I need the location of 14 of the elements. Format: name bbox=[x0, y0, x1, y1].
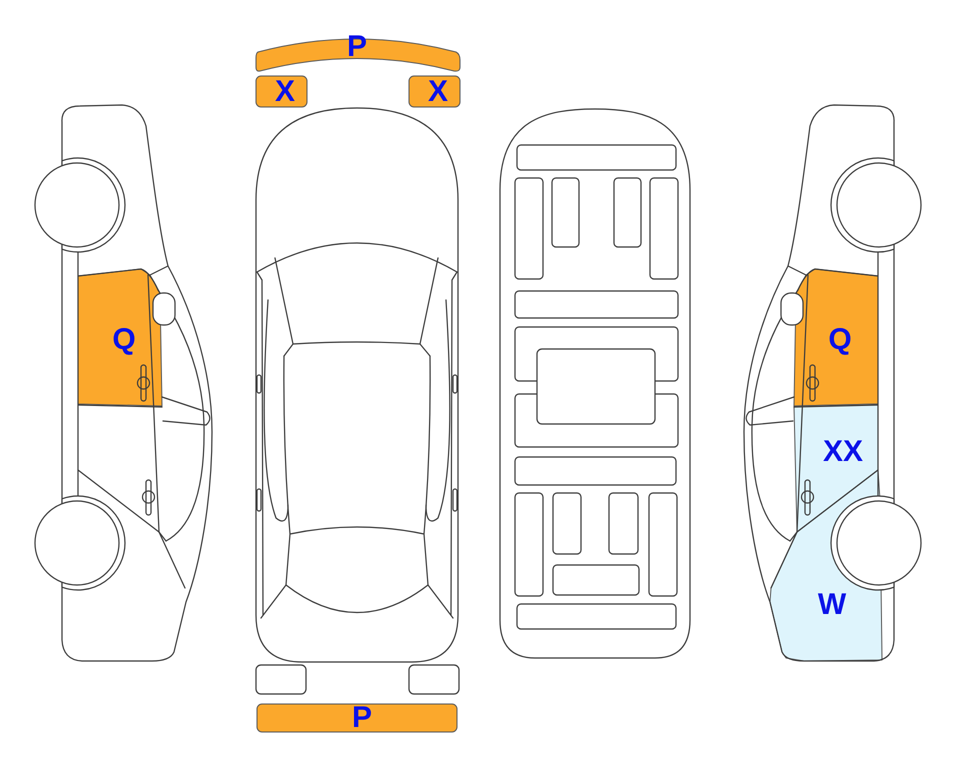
damage-code: W bbox=[818, 590, 846, 620]
damage-code: X bbox=[275, 77, 295, 107]
rear-bumper-panel bbox=[256, 703, 458, 733]
front-door-panel bbox=[77, 268, 163, 407]
damage-code: Q bbox=[112, 325, 136, 355]
damage-code: Q bbox=[828, 325, 852, 355]
front-bumper-panel bbox=[255, 36, 461, 74]
headlight-panel bbox=[255, 75, 308, 108]
front-door-panel bbox=[793, 268, 879, 407]
damage-code: X bbox=[428, 77, 448, 107]
damage-code: P bbox=[352, 703, 372, 733]
damage-code: P bbox=[347, 32, 367, 62]
damage-code: XX bbox=[822, 437, 864, 467]
headlight-panel bbox=[408, 75, 461, 108]
